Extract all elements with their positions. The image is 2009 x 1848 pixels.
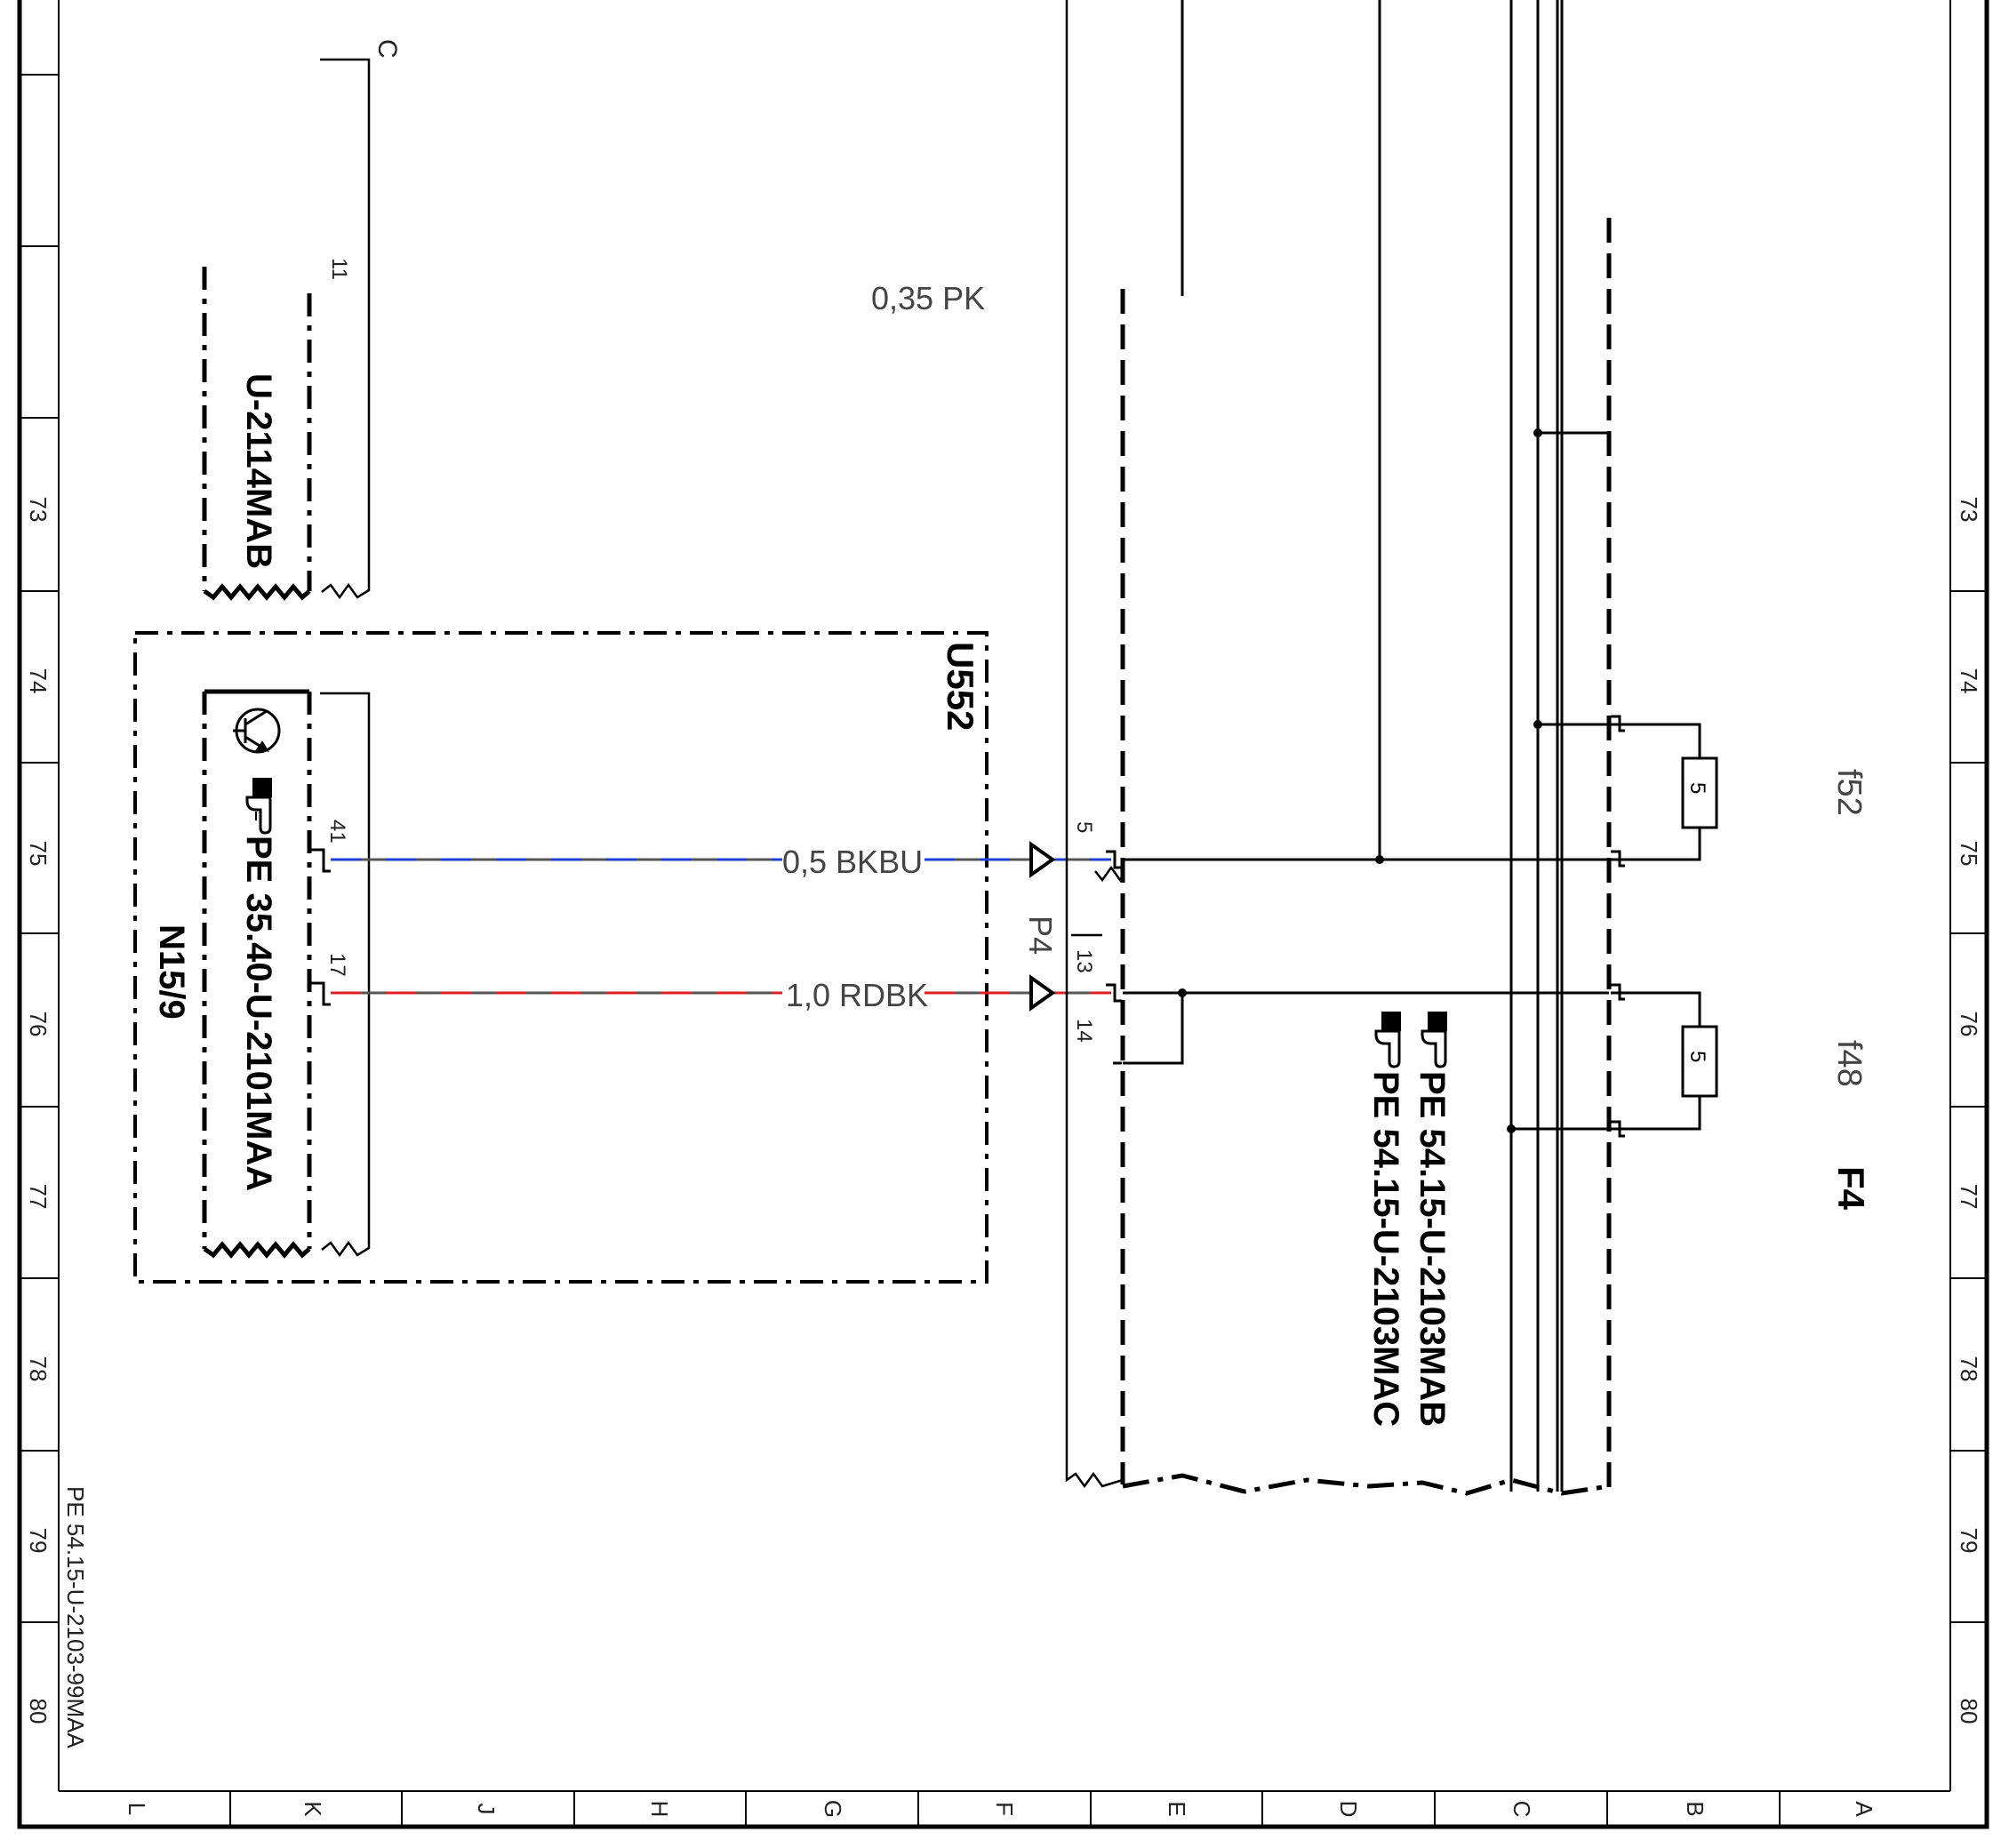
row-number: 76 xyxy=(1956,1012,1982,1037)
row-number: 78 xyxy=(1956,1356,1982,1382)
column-letter: F xyxy=(991,1802,1018,1816)
fuse-box-label: F4 xyxy=(1830,1166,1872,1211)
connector-pin: 5 xyxy=(1072,821,1096,833)
wire-label: 0,35 PK xyxy=(871,280,985,316)
row-number: 73 xyxy=(1956,497,1982,523)
module-reference: PE 35.40-U-2101MAA xyxy=(239,836,278,1191)
module-pin: 41 xyxy=(325,820,349,844)
row-number: 74 xyxy=(1956,668,1982,694)
wire-label: 0,5 BKBU xyxy=(782,844,923,880)
row-number: 74 xyxy=(25,668,52,694)
connector-pin: 13 xyxy=(1072,949,1096,973)
row-number: 78 xyxy=(25,1356,52,1382)
row-number: 80 xyxy=(1956,1699,1982,1724)
column-letter: G xyxy=(820,1800,846,1818)
fuse-f52 xyxy=(1611,715,1718,868)
row-number: 80 xyxy=(25,1699,52,1724)
bus-lines xyxy=(1122,0,1610,1496)
column-letter: K xyxy=(300,1801,326,1817)
module-pin: 17 xyxy=(325,953,349,977)
connector-p4 xyxy=(1065,0,1125,1489)
fuse-f48 xyxy=(1611,983,1718,1138)
fuse-rating: 5 xyxy=(1685,782,1709,794)
zone-box xyxy=(133,631,988,1284)
column-letter: A xyxy=(1851,1801,1877,1817)
column-letter: C xyxy=(1509,1801,1535,1818)
pointing-hand-icon xyxy=(245,778,272,835)
fuse-reference: PE 54.15-U-2103MAB xyxy=(1413,1071,1452,1427)
column-letter: E xyxy=(1164,1801,1190,1816)
fuse-id: f52 xyxy=(1830,769,1868,816)
sheet-reference: PE 54.15-U-2103-99MAA xyxy=(62,1486,89,1748)
fuse-rating: 5 xyxy=(1685,1051,1709,1062)
row-number: 79 xyxy=(25,1528,52,1554)
row-number: 75 xyxy=(25,841,52,867)
row-number: 75 xyxy=(1956,841,1982,867)
row-number: 77 xyxy=(25,1184,52,1210)
row-number: 79 xyxy=(1956,1528,1982,1554)
column-letter: D xyxy=(1335,1801,1362,1818)
row-number: 76 xyxy=(25,1012,52,1037)
column-letter: L xyxy=(124,1803,150,1815)
transistor-icon xyxy=(233,708,281,754)
junction-dots xyxy=(1178,428,1542,1133)
fuse-id: f48 xyxy=(1830,1040,1868,1087)
wire-label: 1,0 RDBK xyxy=(786,977,928,1013)
row-number: 77 xyxy=(1956,1184,1982,1210)
column-letter: H xyxy=(646,1801,673,1818)
module-name: N15/9 xyxy=(152,924,191,1020)
fuse-reference: PE 54.15-U-2103MAC xyxy=(1366,1071,1405,1427)
upper-connector-pin: 11 xyxy=(327,258,351,280)
upper-connector xyxy=(202,58,371,601)
connector-name: P4 xyxy=(1022,916,1059,955)
zone-label: U552 xyxy=(940,642,981,731)
sheet-frame xyxy=(17,0,1989,1829)
upper-connector-ref: C xyxy=(372,39,402,59)
connector-arrows xyxy=(1029,841,1056,1012)
pointing-hand-icon xyxy=(1421,1012,1447,1068)
upper-connector-label: U-2114MAB xyxy=(239,373,278,569)
column-letters: L K J H G F E D C B A xyxy=(124,1800,1877,1818)
row-number: 73 xyxy=(25,497,52,523)
row-numbers-left: 73 74 75 76 77 78 79 80 xyxy=(25,497,52,1724)
column-letter: J xyxy=(473,1804,500,1815)
module-connector xyxy=(202,689,371,1259)
connector-pin: 14 xyxy=(1072,1019,1096,1043)
module-pin-brackets xyxy=(311,848,331,1006)
row-numbers-right: 73 74 75 76 77 78 79 80 xyxy=(1956,497,1982,1724)
column-letter: B xyxy=(1682,1801,1709,1816)
pointing-hand-icon xyxy=(1374,1012,1401,1068)
